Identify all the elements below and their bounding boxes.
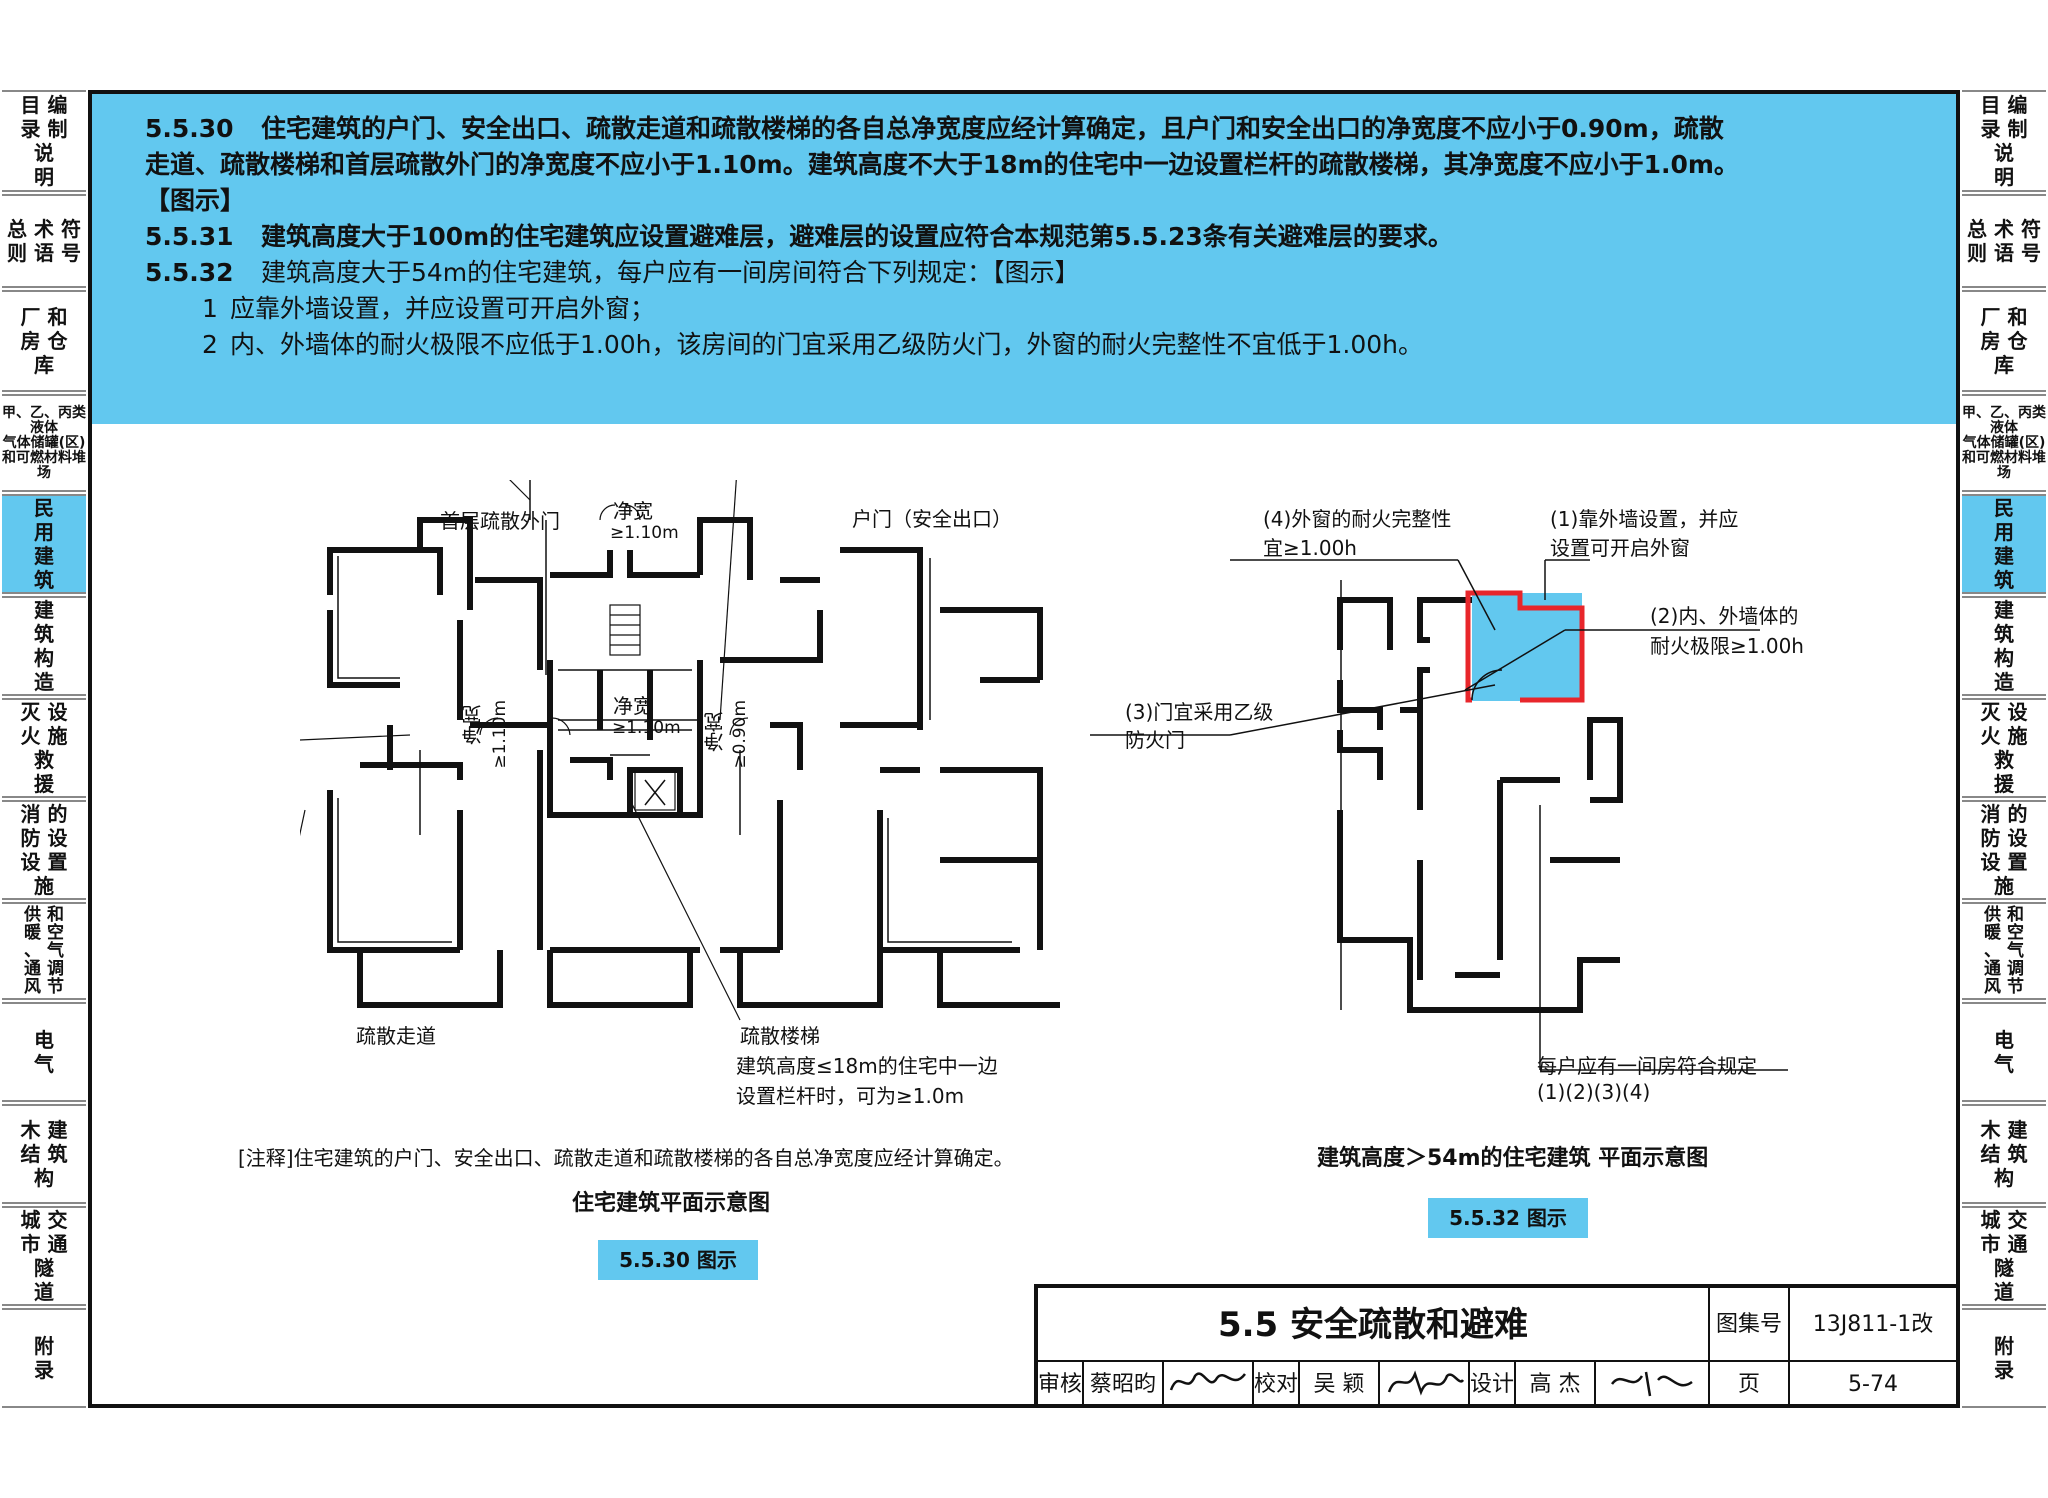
atlas-label: 图集号 <box>1710 1288 1790 1362</box>
tab-electrical[interactable]: 电 气 <box>2 1002 86 1102</box>
fig2-caption: 建筑高度＞54m的住宅建筑 平面示意图 <box>1317 1146 1709 1171</box>
tab-tanks[interactable]: 甲、乙、丙类液体 气体储罐(区) 和可燃材料堆场 <box>2 394 86 492</box>
tab-appendix[interactable]: 附 录 <box>2 1308 86 1408</box>
tab-timber[interactable]: 木 建 结 筑 构 <box>2 1104 86 1204</box>
refuge-room-plan-drawing <box>1090 559 1788 1071</box>
tab-tunnels[interactable]: 城 交 市 通 隧 道 <box>2 1206 86 1306</box>
tab-contents[interactable]: 目 编 录 制 说 明 <box>2 90 86 192</box>
designer-name: 高 杰 <box>1516 1362 1596 1408</box>
tab-tanks[interactable]: 甲、乙、丙类液体 气体储罐(区) 和可燃材料堆场 <box>1962 394 2046 492</box>
label-net-width-left: 净宽 <box>461 705 485 745</box>
designer-signature <box>1596 1362 1710 1408</box>
label-fire-door-2: 防火门 <box>1125 728 1185 752</box>
tab-rescue[interactable]: 灭 设 火 施 救 援 <box>2 698 86 798</box>
tab-general[interactable]: 总 术 符 则 语 号 <box>1962 194 2046 288</box>
label-openable-window: 设置可开启外窗 <box>1550 536 1690 560</box>
atlas-number: 13J811-1改 <box>1790 1288 1956 1362</box>
checker-name: 吴 颖 <box>1300 1362 1380 1408</box>
label-net-width-right: 净宽 <box>703 712 727 752</box>
label-wall-rating-value: 耐火极限≥1.00h <box>1650 634 1804 658</box>
label-unit-door: 户门（安全出口） <box>852 507 1012 531</box>
label-width-110-left: ≥1.10m <box>490 700 510 769</box>
design-label: 设计 <box>1470 1362 1516 1408</box>
check-label: 校对 <box>1254 1362 1300 1408</box>
label-stair-note-2: 设置栏杆时，可为≥1.0m <box>736 1084 965 1108</box>
label-stair-note-1: 建筑高度≤18m的住宅中一边 <box>736 1054 998 1078</box>
tab-hvac[interactable]: 供 和 暖 空 、 气 通 调 风 节 <box>1962 902 2046 1000</box>
tab-general[interactable]: 总 术 符 则 语 号 <box>2 194 86 288</box>
label-exit-door: 首层疏散外门 <box>440 509 560 533</box>
tab-fire-facilities[interactable]: 消 的 防 设 设 置 施 <box>2 800 86 900</box>
checker-signature <box>1380 1362 1470 1408</box>
page-number: 5-74 <box>1848 1372 1898 1397</box>
floor-plan-drawing <box>300 480 1060 1021</box>
reviewer-signature <box>1164 1362 1254 1408</box>
tab-civil-buildings[interactable]: 民 用 建 筑 <box>1962 494 2046 594</box>
clause-text-band <box>92 94 1956 424</box>
tab-rescue[interactable]: 灭 设 火 施 救 援 <box>1962 698 2046 798</box>
section-title: 5.5 安全疏散和避难 <box>1038 1288 1710 1362</box>
tab-factory[interactable]: 厂 和 房 仓 库 <box>2 290 86 392</box>
tab-civil-buildings[interactable]: 民 用 建 筑 <box>2 494 86 594</box>
label-corridor: 疏散走道 <box>356 1024 436 1048</box>
label-fire-door: (3)门宜采用乙级 <box>1125 700 1274 724</box>
tab-hvac[interactable]: 供 和 暖 空 、 气 通 调 风 节 <box>2 902 86 1000</box>
tab-construction[interactable]: 建 筑 构 造 <box>1962 596 2046 696</box>
fig1-note: [注释]住宅建筑的户门、安全出口、疏散走道和疏散楼梯的各自总净宽度应经计算确定。 <box>238 1146 1014 1170</box>
label-width-110-mid: ≥1.10m <box>612 718 681 738</box>
clause-5-5-30-line2: 走道、疏散楼梯和首层疏散外门的净宽度不应小于1.10m。建筑高度不大于18m的住… <box>145 150 1739 179</box>
title-block: 5.5 安全疏散和避难 图集号 13J811-1改 审核 蔡昭昀 校对 吴 颖 … <box>1034 1284 1960 1408</box>
label-per-unit-items: (1)(2)(3)(4) <box>1537 1080 1651 1104</box>
tab-construction[interactable]: 建 筑 构 造 <box>2 596 86 696</box>
reviewer-name: 蔡昭昀 <box>1084 1362 1164 1408</box>
tab-timber[interactable]: 木 建 结 筑 构 <box>1962 1104 2046 1204</box>
label-net-width-mid: 净宽 <box>613 694 653 718</box>
refuge-room-fill <box>1472 593 1582 701</box>
label-stair: 疏散楼梯 <box>740 1024 820 1048</box>
label-wall-rating: (2)内、外墙体的 <box>1650 604 1799 628</box>
label-exterior-wall: (1)靠外墙设置，并应 <box>1550 507 1739 531</box>
label-window-fire-integrity: (4)外窗的耐火完整性 <box>1263 507 1452 531</box>
fig2-badge: 5.5.32 图示 <box>1428 1198 1588 1238</box>
tab-appendix[interactable]: 附 录 <box>1962 1308 2046 1408</box>
clause-5-5-30-figref: 【图示】 <box>145 186 246 215</box>
label-net-width-top: 净宽 <box>613 499 653 523</box>
tab-electrical[interactable]: 电 气 <box>1962 1002 2046 1102</box>
tab-fire-facilities[interactable]: 消 的 防 设 设 置 施 <box>1962 800 2046 900</box>
tab-tunnels[interactable]: 城 交 市 通 隧 道 <box>1962 1206 2046 1306</box>
label-width-110-top: ≥1.10m <box>610 523 679 543</box>
review-label: 审核 <box>1038 1362 1084 1408</box>
tab-contents[interactable]: 目 编 录 制 说 明 <box>1962 90 2046 192</box>
page-frame <box>88 90 1960 1408</box>
fig1-badge: 5.5.30 图示 <box>598 1240 758 1280</box>
tab-factory[interactable]: 厂 和 房 仓 库 <box>1962 290 2046 392</box>
fig1-caption: 住宅建筑平面示意图 <box>572 1191 771 1216</box>
label-width-090: ≥0.90m <box>730 700 750 769</box>
page-label: 页 <box>1710 1362 1790 1408</box>
label-window-fire-integrity-value: 宜≥1.00h <box>1263 536 1357 560</box>
label-per-unit-room: 每户应有一间房符合规定 <box>1537 1054 1757 1078</box>
